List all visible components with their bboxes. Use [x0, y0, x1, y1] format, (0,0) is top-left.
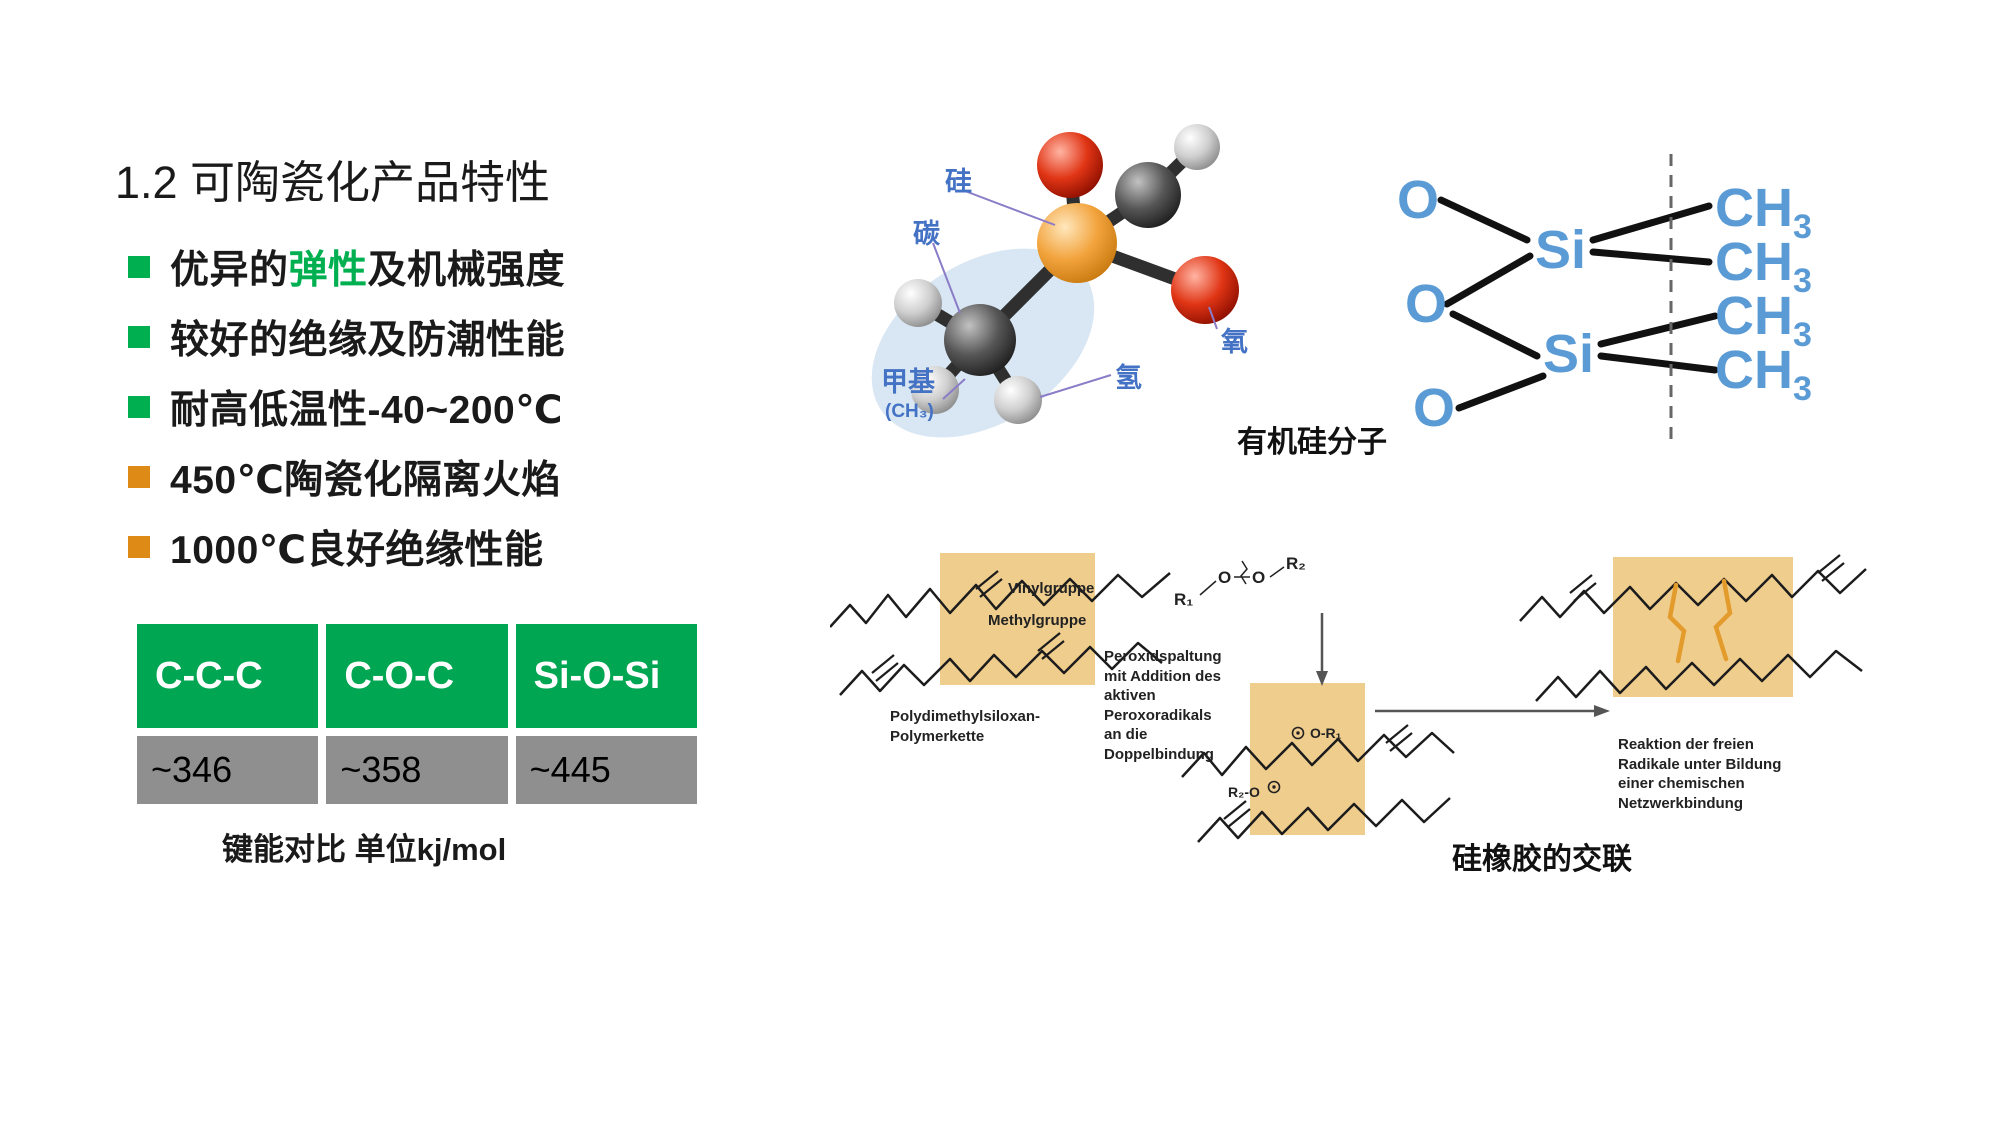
methyl-symbol: CH3: [1715, 286, 1812, 354]
carbon-label: 碳: [913, 219, 941, 249]
list-item: 优异的弹性及机械强度: [128, 232, 565, 302]
label-polymer: Polydimethylsiloxan-Polymerkette: [890, 708, 1041, 745]
methyl-label: 甲基: [881, 367, 936, 397]
list-item: 1000℃良好绝缘性能: [128, 512, 565, 582]
silicon-label: 硅: [945, 167, 972, 197]
bullet-text-highlight: 弹性: [288, 249, 368, 292]
table-caption: 键能对比 单位kj/mol: [222, 832, 507, 867]
radical-label-bottom: R₂-O: [1228, 784, 1260, 800]
bullet-square: [128, 536, 150, 558]
crosslink-figure: R₁ O O R₂ O-R₁ R₂-O: [830, 553, 1867, 843]
bullet-text-pre: 耐高低温性-40~200℃: [170, 389, 563, 432]
bullet-text: 耐高低温性-40~200℃: [170, 379, 563, 435]
oxygen-symbol: O: [1218, 568, 1231, 587]
bullet-text-pre: 450℃陶瓷化隔离火焰: [170, 459, 561, 502]
silicone-structural-formula: O O O Si Si CH3 CH3 CH3 CH3: [1397, 154, 1812, 440]
table-value-cell: ~445: [515, 736, 697, 804]
methyl-symbol: CH3: [1715, 232, 1812, 300]
page-title: 1.2 可陶瓷化产品特性: [115, 157, 551, 208]
bullet-text: 优异的弹性及机械强度: [170, 239, 565, 295]
polymer-chains: [830, 568, 1867, 843]
highlight-box-vinyl: [940, 553, 1095, 685]
bond-split-mark: [1240, 560, 1248, 585]
oxygen-label: 氧: [1220, 327, 1248, 357]
reaction-arrows: [1316, 613, 1610, 717]
methyl-symbol: CH3: [1715, 178, 1812, 246]
carbon-atom: [944, 304, 1016, 376]
hydrogen-atom: [994, 376, 1042, 424]
bullet-text: 450℃陶瓷化隔离火焰: [170, 449, 561, 505]
oxygen-symbol: O: [1252, 568, 1265, 587]
table-value-cell: ~346: [137, 736, 319, 804]
bond-energy-table: C-C-C C-O-C Si-O-Si ~346 ~358 ~445: [137, 624, 697, 804]
hydrogen-atom: [1174, 124, 1220, 170]
carbon-atom: [1115, 162, 1181, 228]
bullet-text-pre: 优异的: [170, 249, 289, 292]
bullet-square: [128, 466, 150, 488]
label-vinylgruppe: Vinylgruppe: [1008, 580, 1095, 597]
formula-bonds: [1437, 196, 1719, 412]
label-peroxide: Peroxidspaltung mit Addition des aktiven…: [1104, 648, 1222, 763]
bullet-square: [128, 396, 150, 418]
table-value-cell: ~358: [326, 736, 508, 804]
hydrogen-label: 氢: [1115, 363, 1142, 393]
silicon-symbol: Si: [1543, 324, 1594, 384]
crosslink-diagram: R₁ O O R₂ O-R₁ R₂-O Vin: [830, 535, 1890, 845]
r1-symbol: R₁: [1174, 590, 1193, 609]
hydrogen-atom: [894, 279, 942, 327]
new-crosslink-bonds: [1667, 578, 1733, 664]
peroxide-formula: R₁ O O R₂: [1174, 554, 1306, 609]
oxygen-symbol: O: [1413, 378, 1455, 438]
label-methylgruppe: Methylgruppe: [988, 612, 1087, 629]
bullet-square: [128, 326, 150, 348]
radical-label-top: O-R₁: [1310, 725, 1342, 741]
silicon-atom: [1037, 203, 1117, 283]
oxygen-atom: [1171, 256, 1239, 324]
methyl-formula-label: (CH₃): [885, 401, 934, 422]
radical-groups: O-R₁ R₂-O: [1228, 725, 1342, 800]
bullet-text: 较好的绝缘及防潮性能: [170, 309, 565, 365]
list-item: 耐高低温性-40~200℃: [128, 372, 565, 442]
r2-symbol: R₂: [1286, 554, 1306, 573]
feature-list: 优异的弹性及机械强度 较好的绝缘及防潮性能 耐高低温性-40~200℃ 450℃…: [128, 232, 565, 582]
molecule-atoms: [894, 124, 1239, 424]
bullet-text-post: 及机械强度: [367, 249, 566, 292]
oxygen-atom: [1037, 132, 1103, 198]
ball-stick-molecule-figure: 硅 碳 氧 氢 甲基 (CH₃): [871, 124, 1248, 438]
bullet-text: 1000℃良好绝缘性能: [170, 519, 544, 575]
hydrogen-atom: [911, 366, 959, 414]
crosslink-caption: 硅橡胶的交联: [1452, 843, 1632, 876]
vinyl-double-bonds: [871, 554, 1845, 828]
molecule-caption: 有机硅分子: [1237, 426, 1387, 459]
list-item: 450℃陶瓷化隔离火焰: [128, 442, 565, 512]
oxygen-symbol: O: [1405, 274, 1447, 334]
table-header-cell: C-C-C: [137, 624, 319, 728]
table-header-cell: Si-O-Si: [515, 624, 697, 728]
silicon-symbol: Si: [1535, 220, 1586, 280]
label-reaction: Reaktion der freien Radikale unter Bildu…: [1618, 736, 1782, 812]
list-item: 较好的绝缘及防潮性能: [128, 302, 565, 372]
methyl-symbol: CH3: [1715, 340, 1812, 408]
bullet-square: [128, 256, 150, 278]
table-header-cell: C-O-C: [326, 624, 508, 728]
bullet-text-pre: 1000℃良好绝缘性能: [170, 529, 544, 572]
oxygen-symbol: O: [1397, 170, 1439, 230]
bullet-text-pre: 较好的绝缘及防潮性能: [170, 319, 566, 362]
atom-label-pointers: [932, 190, 1218, 400]
